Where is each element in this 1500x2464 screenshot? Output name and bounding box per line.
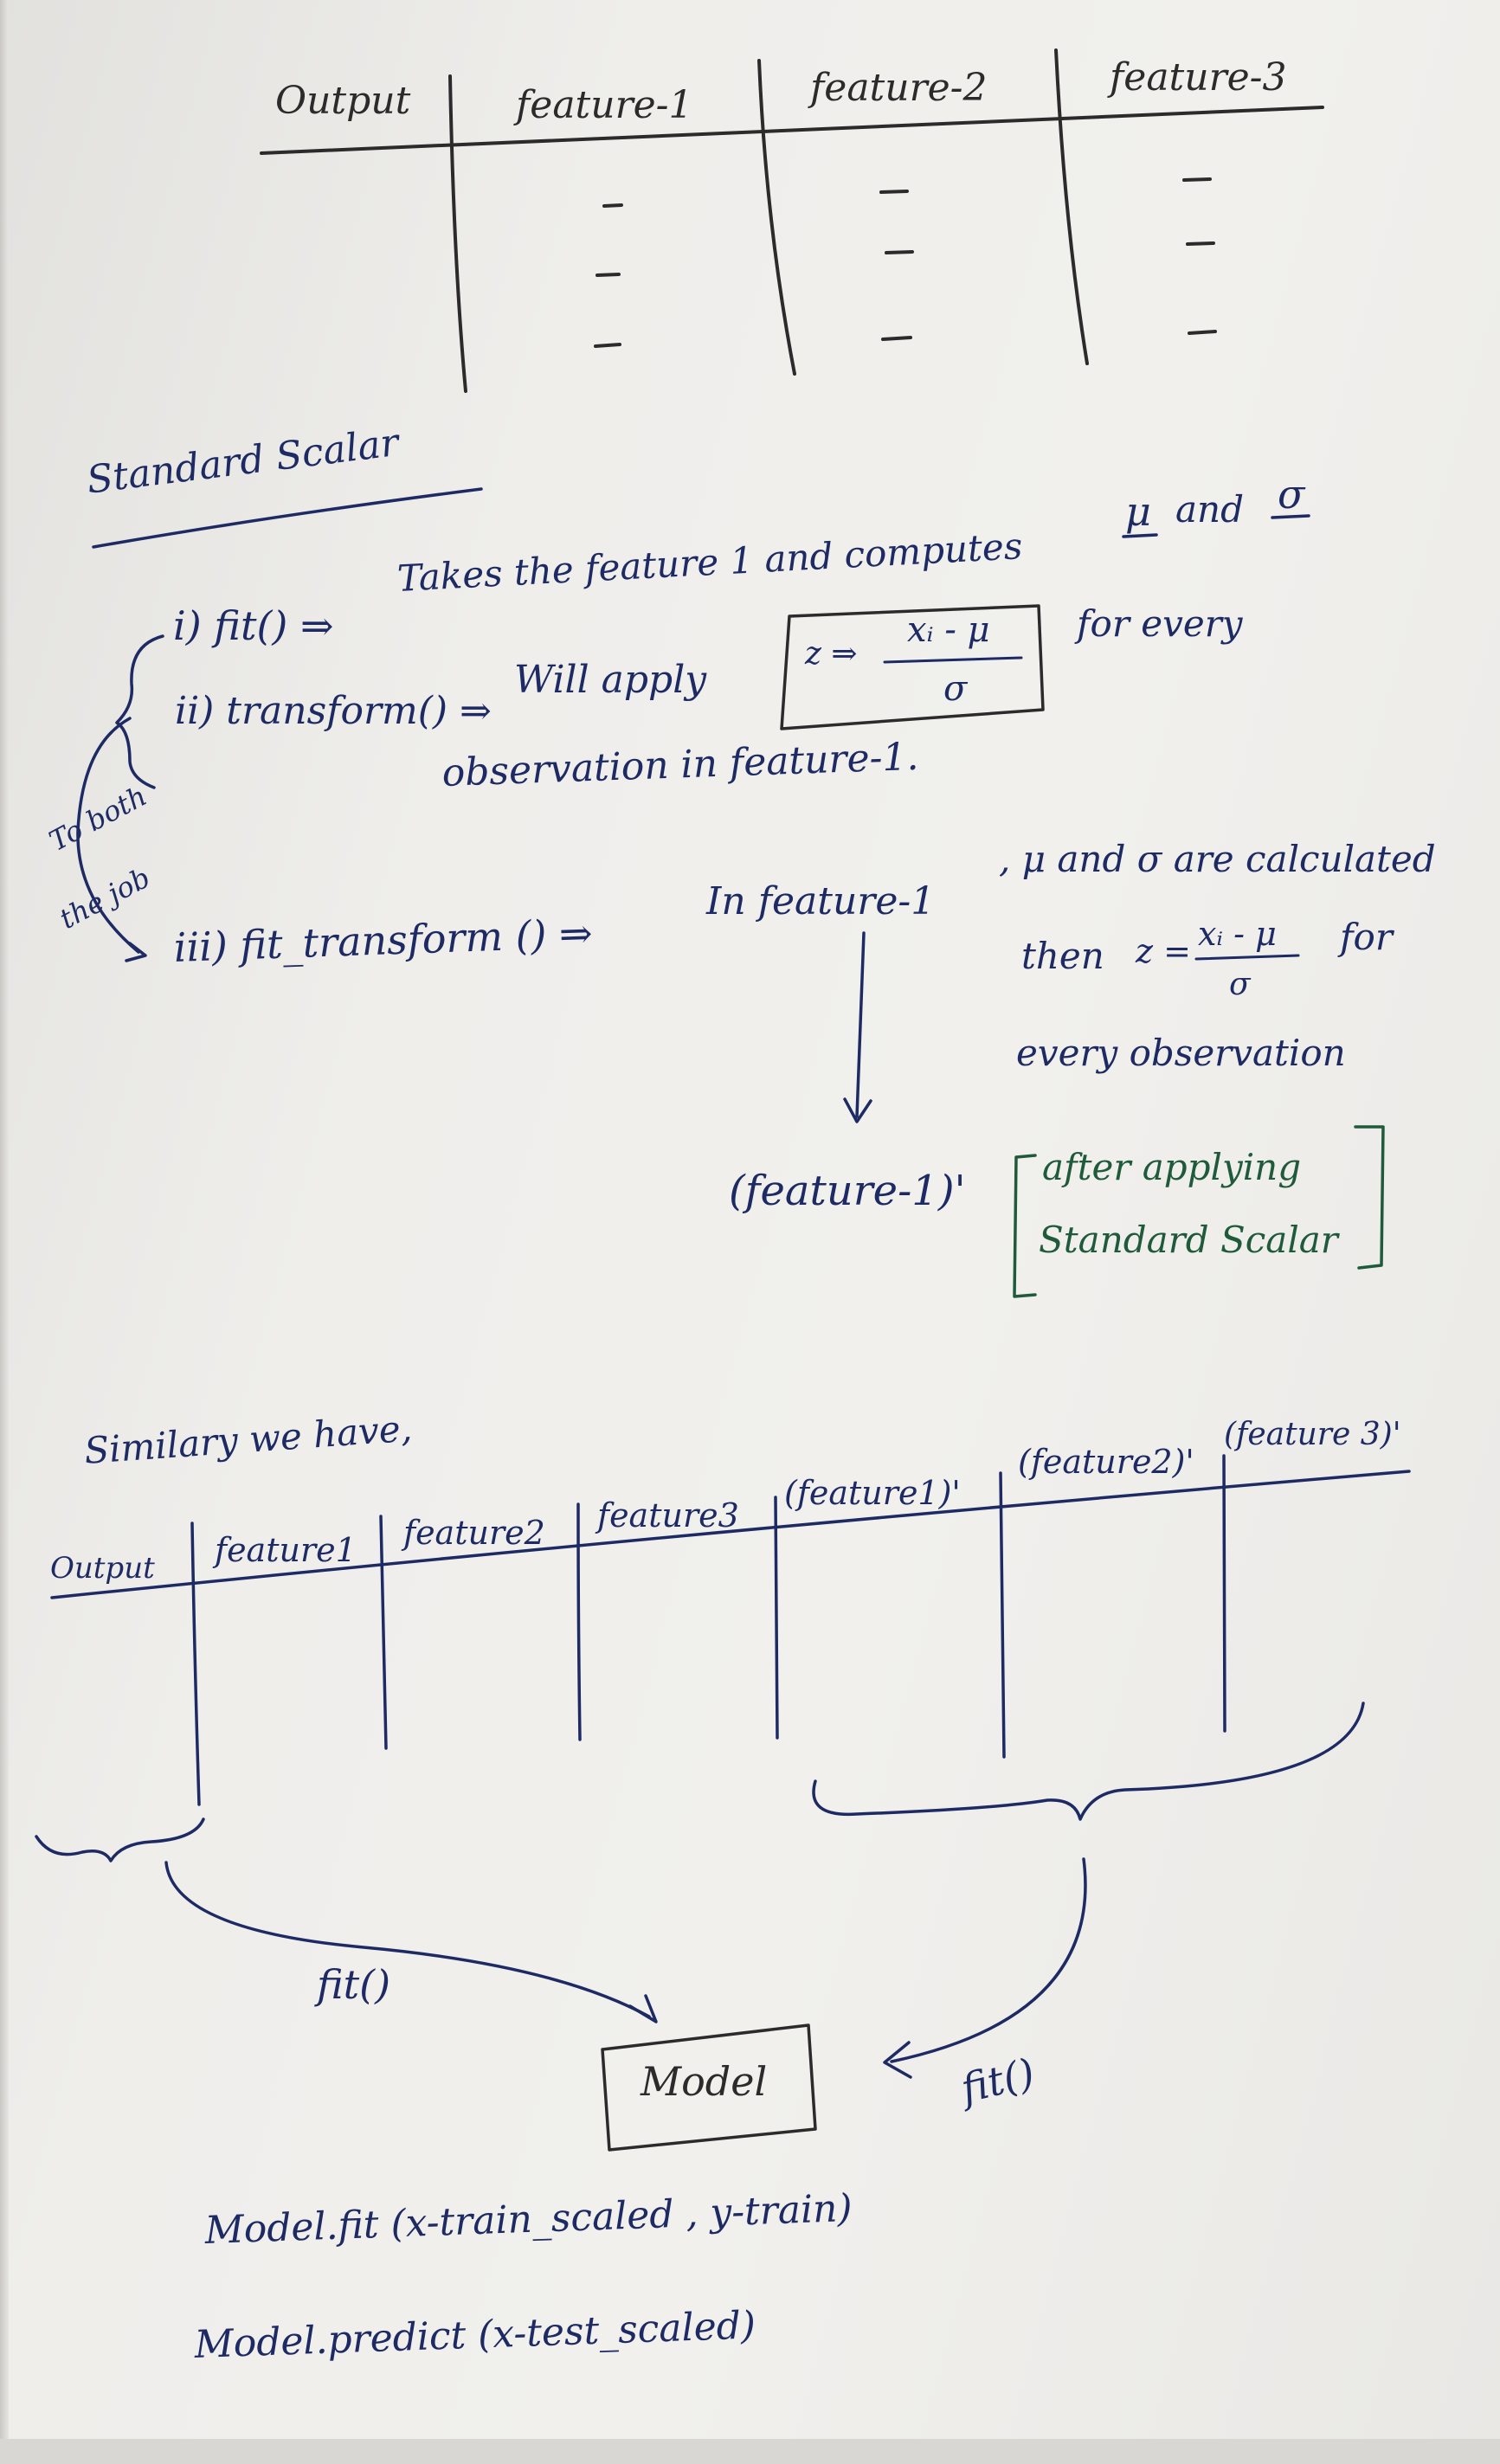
fit-left-label: fit() [317,1961,391,2008]
brace-right [812,1702,1365,1821]
fit-and: and [1175,488,1244,531]
formula-box [780,604,1045,730]
table2-header-feature3: feature3 [597,1496,739,1534]
fit-label: i) fit() ⇒ [173,602,334,649]
formula1-numerator: xᵢ - μ [907,610,990,650]
arrow-to-model-right [883,1857,1087,2079]
page-bottom-edge [0,2439,1500,2464]
table2-header-feature3-prime: (feature 3)' [1224,1417,1401,1452]
bracket-fit-transform [76,634,164,962]
result-feature-prime: (feature-1)' [729,1167,966,1215]
model-box [601,2023,817,2152]
fraction-line-1 [883,656,1023,664]
page-binding-edge [0,0,9,2464]
formula1-lhs: z ⇒ [805,636,858,672]
note-line1: after applying [1042,1146,1302,1188]
brace-left [35,1817,205,1862]
formula2-numerator: xᵢ - μ [1198,915,1277,953]
table1-header-feature-1: feature-1 [516,83,693,127]
table2-header-feature2: feature2 [403,1514,545,1552]
formula2-denominator: σ [1229,967,1251,1002]
table2-header-feature2-prime: (feature2)' [1018,1443,1194,1481]
fit-sigma: σ [1278,471,1305,518]
table1-cell-marks [594,177,1217,348]
down-arrow [843,931,872,1123]
fit-mu: μ [1125,488,1151,535]
fit-transform-description: In feature-1 [706,879,936,923]
fit-transform-line3: every observation [1016,1032,1346,1074]
fit-transform-then: then [1021,935,1104,977]
table1-header-output: Output [275,79,411,123]
transform-for-every: for every [1077,602,1243,645]
table1-grid [260,48,1324,393]
fit-transform-calculated: , μ and σ are calculated [999,838,1436,880]
fit-transform-for: for [1340,916,1393,958]
model-box-label: Model [641,2058,768,2105]
transform-label: ii) transform() ⇒ [175,689,492,733]
transform-description: Will apply [514,658,707,702]
note-bracket [1013,1125,1385,1298]
fraction-line-2 [1194,954,1300,961]
table2-header-output: Output [50,1551,155,1586]
table2-header-feature1: feature1 [215,1531,357,1569]
table1-header-feature-2: feature-2 [810,66,988,110]
table1-header-feature-3: feature-3 [1110,55,1287,100]
formula1-denominator: σ [943,669,968,709]
formula2-lhs: z = [1136,932,1191,970]
note-line2: Standard Scalar [1039,1219,1338,1261]
table2-grid [50,1454,1411,1806]
arrow-to-model-left [164,1861,658,2023]
table2-header-feature1-prime: (feature1)' [784,1474,961,1512]
title-underline [92,487,1310,549]
